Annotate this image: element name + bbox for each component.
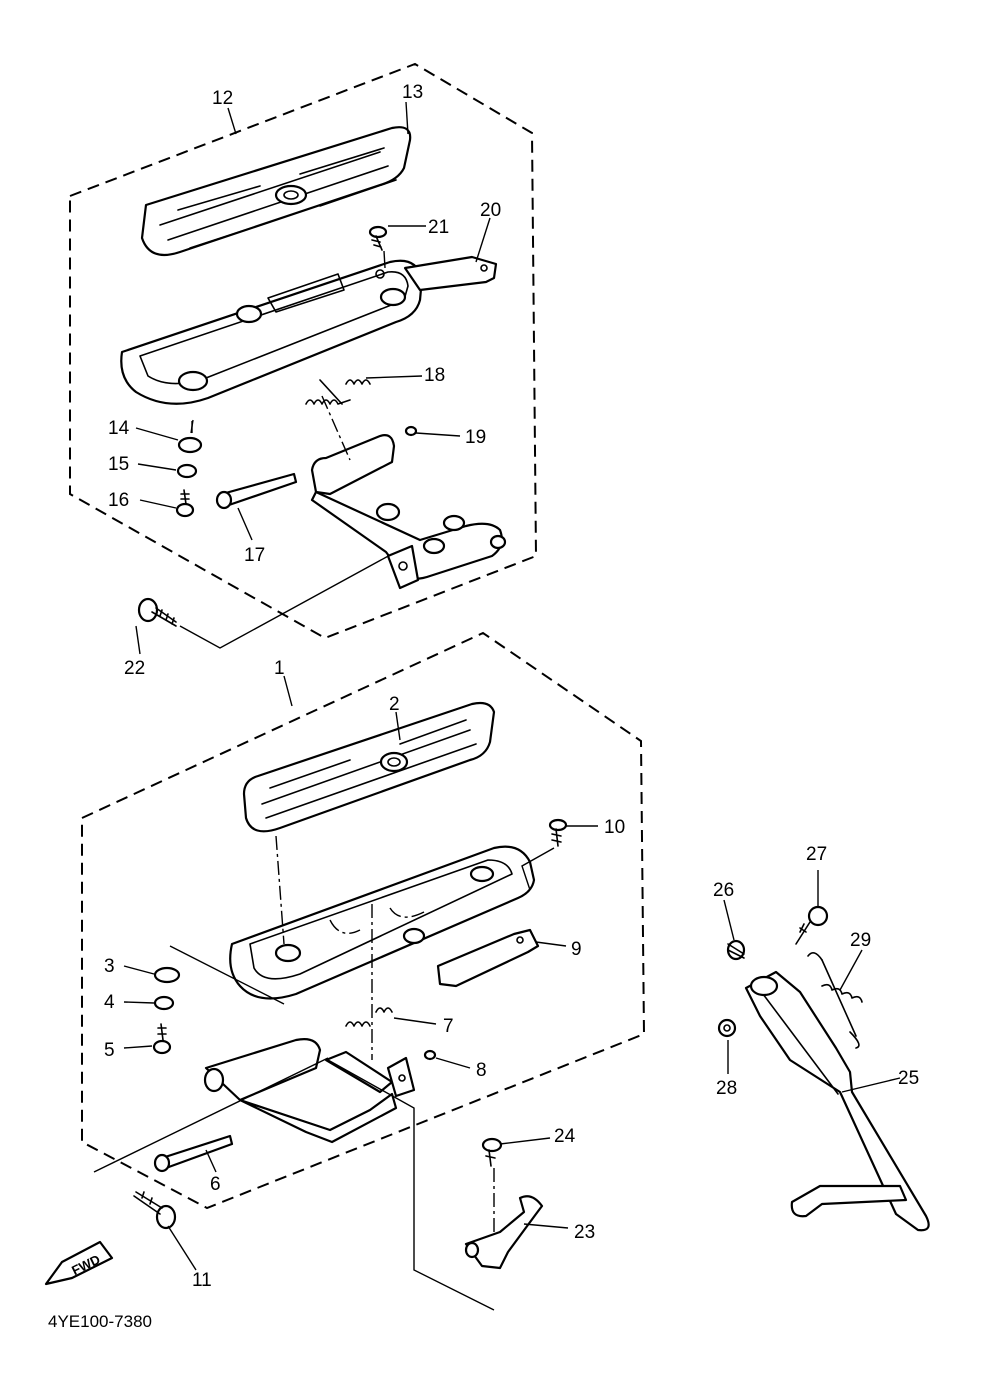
shift-lever-assembly [327,1059,544,1311]
callout-25: 25 [898,1068,919,1089]
lower-bracket-arm [203,1038,416,1144]
lower-footrest-mat [242,701,496,833]
callout-18: 18 [424,365,445,386]
fwd-arrow-icon: FWD [44,1240,114,1286]
upper-bracket-arm [310,434,507,590]
callout-14: 14 [108,418,130,439]
callout-8: 8 [476,1060,487,1081]
shift-pedal [464,1195,544,1270]
upper-damper-stack [175,421,203,518]
callout-16: 16 [108,490,129,511]
upper-footboard-assembly [69,62,538,649]
callout-3: 3 [104,956,115,977]
callout-24: 24 [554,1126,576,1147]
sidestand-assembly [717,905,930,1232]
callout-23: 23 [574,1222,595,1243]
callout-leaders [123,101,901,1271]
callout-28: 28 [716,1078,737,1099]
lower-pin-6 [153,1134,234,1173]
bolt-24-head [481,1137,503,1153]
callout-9: 9 [571,939,582,960]
sidestand-foot [790,1184,908,1218]
upper-springs [305,379,371,405]
upper-bolt-22 [137,553,393,649]
upper-pin-17 [215,472,298,510]
lower-springs [345,1007,393,1027]
part-code: 4YE100-7380 [48,1312,152,1331]
callout-7: 7 [443,1016,454,1037]
callout-26: 26 [713,880,734,901]
lower-footboard-assembly [81,631,646,1230]
callout-10: 10 [604,817,625,838]
callout-6: 6 [210,1174,221,1195]
upper-collar [404,425,418,437]
callout-21: 21 [428,217,449,238]
callout-19: 19 [465,427,486,448]
upper-bracket-plate [403,255,498,292]
lower-assembly-boundary [81,631,646,1210]
callout-11: 11 [192,1270,212,1291]
callout-27: 27 [806,844,827,865]
lower-bracket-plate [436,928,540,988]
callout-5: 5 [104,1040,115,1061]
callout-12: 12 [212,88,233,109]
callout-labels: 1 2 3 4 5 6 7 8 9 10 11 12 13 14 15 16 1… [104,82,919,1291]
callout-22: 22 [124,658,145,679]
upper-assembly-boundary [69,62,538,640]
lower-screw-10 [521,818,568,891]
sidestand-spring [807,952,863,1049]
callout-17: 17 [244,545,265,566]
upper-footrest-mat [140,126,412,256]
callout-4: 4 [104,992,115,1013]
callout-2: 2 [389,694,400,715]
sidestand-leg [744,970,930,1232]
lower-damper-stack [152,966,181,1055]
lower-bolt-11 [133,1191,177,1230]
upper-footboard-frame [120,259,424,405]
lower-footboard-frame [229,845,536,1000]
callout-20: 20 [480,200,501,221]
upper-screw-21 [368,225,388,269]
callout-1: 1 [274,658,285,679]
callout-15: 15 [108,454,129,475]
callout-29: 29 [850,930,871,951]
callout-13: 13 [402,82,423,103]
lower-collar [423,1049,437,1061]
